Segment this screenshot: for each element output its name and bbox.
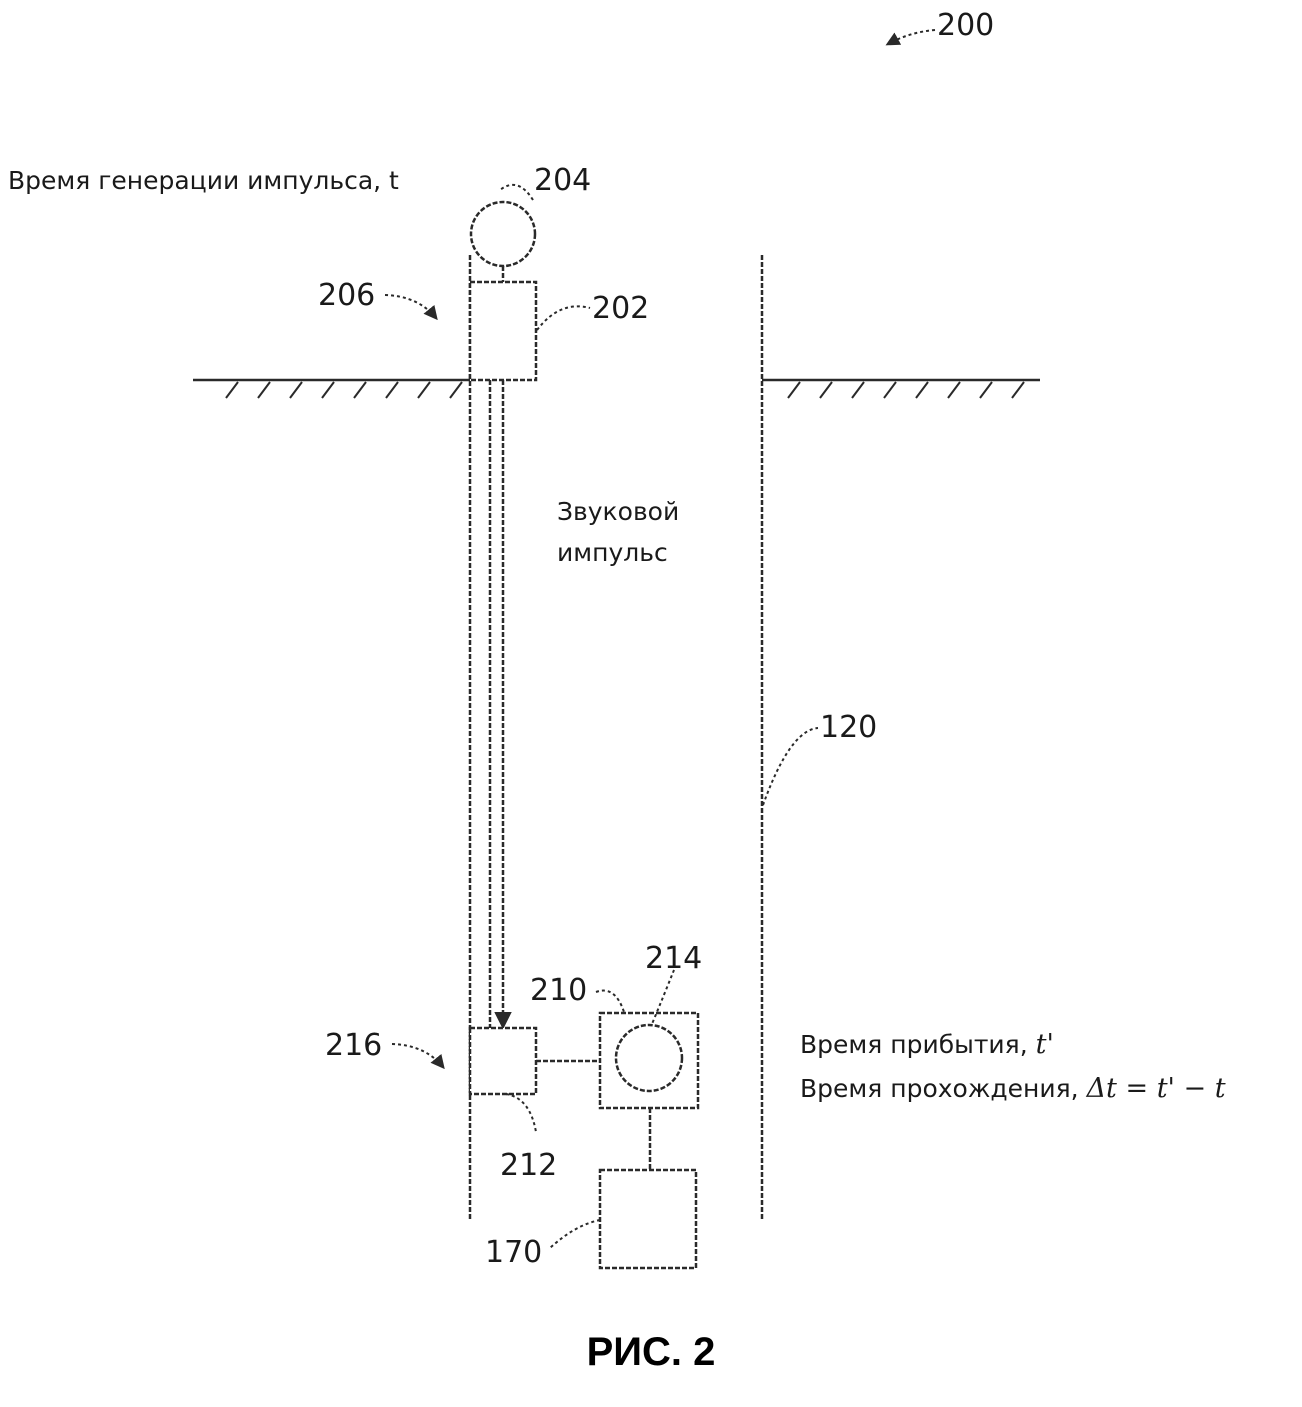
processor-box — [598, 1168, 698, 1270]
label-202: 202 — [592, 291, 649, 326]
label-206: 206 — [318, 278, 375, 313]
source-unit-box — [468, 280, 538, 382]
label-200: 200 — [937, 8, 994, 43]
sound-pulse-caption-line1: Звуковой — [557, 497, 679, 526]
generation-time-caption: Время генерации импульса, t — [8, 166, 399, 195]
sound-pulse-caption-line2: импульс — [557, 538, 668, 567]
label-204: 204 — [534, 163, 591, 198]
leader-206 — [384, 294, 438, 321]
leader-120 — [762, 727, 819, 806]
label-210: 210 — [530, 973, 587, 1008]
leader-202 — [536, 305, 591, 331]
label-214: 214 — [645, 941, 702, 976]
transit-time-formula: Δt = t' − t — [1086, 1073, 1226, 1104]
leader-204 — [499, 183, 534, 201]
leader-216 — [391, 1043, 445, 1070]
label-170: 170 — [485, 1235, 542, 1270]
arrival-time-symbol: t' — [1036, 1029, 1054, 1060]
arrival-time-text: Время прибытия, — [800, 1030, 1036, 1059]
transit-time-caption: Время прохождения, Δt = t' − t — [800, 1073, 1226, 1104]
ground-hatching — [225, 381, 1025, 399]
leader-170 — [549, 1219, 601, 1249]
label-216: 216 — [325, 1028, 382, 1063]
receiver-unit-box — [468, 1026, 538, 1096]
emitter-circle — [469, 200, 537, 268]
arrival-time-caption: Время прибытия, t' — [800, 1029, 1054, 1060]
leader-200 — [885, 29, 936, 46]
sensor-circle — [614, 1023, 684, 1093]
label-120: 120 — [820, 710, 877, 745]
leader-212 — [505, 1093, 537, 1133]
figure-caption: РИС. 2 — [587, 1330, 716, 1374]
transit-time-text: Время прохождения, — [800, 1074, 1087, 1103]
leader-210 — [595, 989, 625, 1013]
label-212: 212 — [500, 1148, 557, 1183]
